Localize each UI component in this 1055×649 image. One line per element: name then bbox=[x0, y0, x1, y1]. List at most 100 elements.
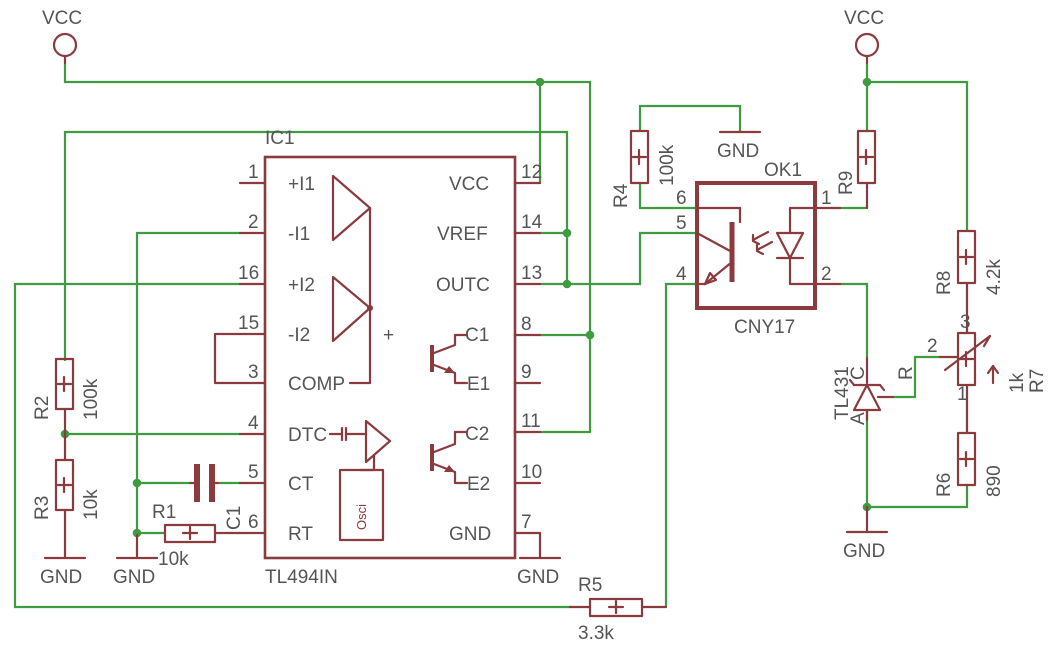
ic1-left-pins bbox=[213, 181, 267, 535]
ok1-name: OK1 bbox=[764, 160, 802, 181]
svg-text:12: 12 bbox=[521, 162, 542, 183]
svg-text:11: 11 bbox=[521, 411, 541, 432]
svg-text:10: 10 bbox=[521, 462, 542, 483]
r6-name: R6 bbox=[934, 473, 955, 497]
resistor-r1: R1 10k bbox=[152, 502, 242, 570]
svg-text:2: 2 bbox=[821, 264, 832, 285]
vcc-supply-left: VCC bbox=[42, 8, 82, 65]
r9-name: R9 bbox=[836, 171, 857, 195]
svg-text:DTC: DTC bbox=[288, 425, 327, 446]
svg-text:1: 1 bbox=[957, 384, 968, 405]
junction-dots bbox=[60, 77, 872, 538]
svg-text:+: + bbox=[383, 325, 394, 346]
r2-name: R2 bbox=[32, 396, 53, 420]
ic1-tl494: IC1 TL494IN 1 2 bbox=[213, 128, 543, 588]
svg-text:RT: RT bbox=[288, 524, 313, 545]
r2-value: 100k bbox=[81, 378, 102, 420]
svg-text:R: R bbox=[896, 366, 917, 380]
svg-text:+I1: +I1 bbox=[288, 174, 315, 195]
svg-text:GND: GND bbox=[717, 141, 759, 162]
resistor-r8: R8 4.2k bbox=[934, 229, 1005, 295]
svg-text:1: 1 bbox=[248, 162, 259, 183]
ic1-right-pins bbox=[513, 181, 542, 560]
resistor-r2: R2 100k bbox=[32, 357, 102, 462]
svg-text:GND: GND bbox=[40, 567, 82, 588]
vcc-left-label: VCC bbox=[42, 8, 82, 29]
svg-text:9: 9 bbox=[521, 362, 532, 383]
vcc-supply-right: VCC bbox=[844, 8, 884, 65]
svg-text:3: 3 bbox=[248, 362, 259, 383]
r4-name: R4 bbox=[611, 183, 632, 208]
resistor-r9: R9 bbox=[836, 129, 877, 210]
svg-text:4: 4 bbox=[248, 413, 259, 434]
svg-text:3: 3 bbox=[960, 312, 971, 333]
svg-text:4: 4 bbox=[676, 264, 687, 285]
resistor-r4: R4 100k bbox=[611, 129, 678, 208]
svg-text:-I1: -I1 bbox=[288, 224, 310, 245]
svg-text:7: 7 bbox=[521, 512, 532, 533]
r3-name: R3 bbox=[32, 496, 53, 520]
svg-text:5: 5 bbox=[248, 462, 259, 483]
ic1-pin-numbers: 1 2 16 15 3 4 5 6 12 14 13 8 9 11 10 7 bbox=[238, 162, 543, 533]
vcc-right-label: VCC bbox=[844, 8, 884, 29]
shunt-regulator-tl431: TL431 A C R bbox=[832, 356, 917, 425]
resistor-r5: R5 3.3k bbox=[568, 575, 668, 644]
r8-value: 4.2k bbox=[984, 259, 1005, 295]
ok1-value: CNY17 bbox=[734, 317, 795, 338]
svg-text:C1: C1 bbox=[465, 325, 489, 346]
svg-text:8: 8 bbox=[521, 314, 532, 335]
r5-value: 3.3k bbox=[578, 623, 614, 644]
svg-text:COMP: COMP bbox=[288, 374, 345, 395]
svg-text:C: C bbox=[848, 366, 869, 380]
svg-text:15: 15 bbox=[238, 313, 259, 334]
output-transistors bbox=[430, 333, 469, 485]
svg-text:6: 6 bbox=[248, 512, 259, 533]
svg-text:16: 16 bbox=[238, 263, 259, 284]
ground-symbols: GND GND GND GND GND bbox=[40, 130, 889, 588]
ic1-name: IC1 bbox=[265, 128, 295, 149]
svg-text:E2: E2 bbox=[467, 474, 490, 495]
svg-text:GND: GND bbox=[449, 524, 491, 545]
svg-text:OUTC: OUTC bbox=[436, 275, 490, 296]
svg-text:VREF: VREF bbox=[437, 224, 488, 245]
r1-value: 10k bbox=[158, 549, 189, 570]
tl431-name: TL431 bbox=[832, 366, 853, 420]
svg-text:2: 2 bbox=[927, 336, 938, 357]
svg-text:5: 5 bbox=[676, 213, 687, 234]
svg-text:GND: GND bbox=[517, 567, 559, 588]
r8-name: R8 bbox=[934, 271, 955, 295]
resistor-r6: R6 890 bbox=[934, 408, 1005, 497]
c1-name: C1 bbox=[224, 506, 245, 530]
resistor-r3: R3 10k bbox=[32, 458, 102, 560]
svg-text:Osci: Osci bbox=[354, 504, 369, 530]
capacitor-c1: C1 bbox=[188, 464, 245, 530]
error-amplifier-symbols bbox=[331, 174, 373, 385]
r4-value: 100k bbox=[657, 144, 678, 186]
wires bbox=[13, 61, 969, 609]
svg-text:A: A bbox=[848, 412, 869, 425]
svg-text:2: 2 bbox=[248, 212, 259, 233]
svg-text:6: 6 bbox=[676, 188, 687, 209]
svg-text:+I2: +I2 bbox=[288, 275, 315, 296]
optocoupler-ok1: OK1 CNY17 6 5 4 1 2 bbox=[676, 160, 842, 338]
dtc-comparator-oscillator: Osci bbox=[328, 419, 392, 542]
svg-text:1: 1 bbox=[821, 188, 832, 209]
svg-text:GND: GND bbox=[843, 541, 885, 562]
r3-value: 10k bbox=[81, 489, 102, 520]
ic1-pin-names: +I1 -I1 +I2 -I2 COMP DTC CT RT VCC VREF … bbox=[288, 174, 491, 545]
potentiometer-r7: 3 2 1 1k R7 bbox=[927, 281, 1048, 412]
svg-text:E1: E1 bbox=[467, 374, 490, 395]
svg-text:14: 14 bbox=[521, 212, 543, 233]
r5-name: R5 bbox=[578, 575, 602, 596]
r7-value: 1k bbox=[1007, 372, 1028, 393]
svg-text:GND: GND bbox=[113, 567, 155, 588]
ic1-value: TL494IN bbox=[265, 567, 338, 588]
r6-value: 890 bbox=[984, 465, 1005, 497]
svg-text:C2: C2 bbox=[465, 424, 489, 445]
svg-text:CT: CT bbox=[288, 474, 314, 495]
svg-text:VCC: VCC bbox=[449, 174, 489, 195]
svg-text:13: 13 bbox=[521, 263, 542, 284]
r1-name: R1 bbox=[152, 502, 176, 523]
r7-name: R7 bbox=[1027, 369, 1048, 393]
